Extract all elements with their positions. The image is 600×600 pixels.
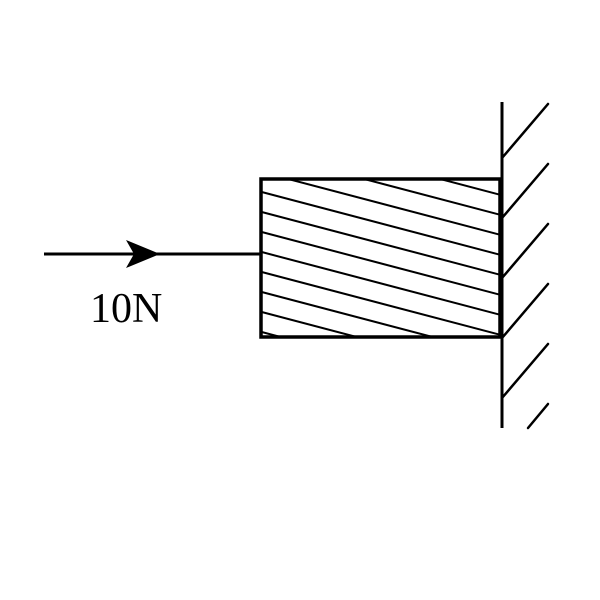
block-hatching bbox=[261, 179, 500, 337]
arrowhead-icon bbox=[126, 240, 160, 268]
force-arrow bbox=[44, 240, 261, 268]
wall-hatching bbox=[500, 102, 550, 430]
block-outline bbox=[259, 177, 502, 339]
force-label: 10N bbox=[90, 286, 162, 332]
block bbox=[259, 177, 502, 339]
wall bbox=[500, 102, 550, 430]
